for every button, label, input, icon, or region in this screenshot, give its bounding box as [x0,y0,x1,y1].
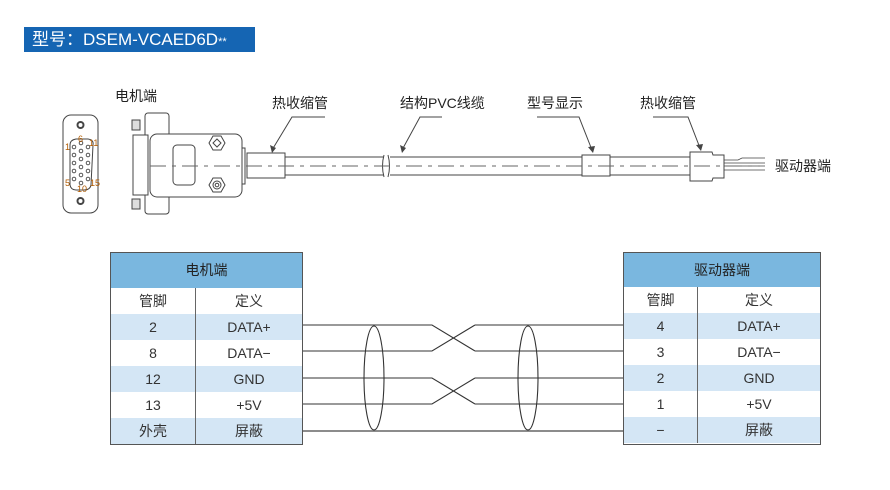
callout-heat-shrink-2: 热收缩管 [640,95,696,111]
shield-ring-left [363,325,385,431]
pin-cell: 2 [111,314,196,340]
driver-col-def: 定义 [697,287,820,313]
table-row: −屏蔽 [624,417,820,443]
table-row: 13+5V [111,392,302,418]
wire-pair-data [302,324,650,352]
pin-label-15: 15 [90,178,100,188]
def-cell: DATA+ [697,313,820,339]
def-cell: 屏蔽 [697,417,820,443]
def-cell: DATA− [195,340,302,366]
callout-heat-shrink-1: 热收缩管 [272,95,328,111]
def-cell: +5V [195,392,302,418]
pin-cell: 13 [111,392,196,418]
pin-cell: 3 [624,339,698,365]
wiring [302,324,650,432]
def-cell: 屏蔽 [195,418,302,444]
shield-ring-right [517,325,539,431]
pin-cell: 1 [624,391,698,417]
pin-cell: 4 [624,313,698,339]
pin-cell: 2 [624,365,698,391]
model-title-bar: 型号：DSEM-VCAED6D** [24,27,255,52]
motor-col-def: 定义 [195,287,302,314]
pin-label-5: 5 [65,178,70,188]
pin-cell: 12 [111,366,196,392]
motor-table-title: 电机端 [111,253,302,288]
driver-end-label: 驱动器端 [775,158,831,174]
motor-col-pin: 管脚 [111,287,196,314]
motor-end-label: 电机端 [115,88,157,104]
callout-model-display: 型号显示 [527,95,583,111]
db15-front-view [62,114,99,214]
pin-cell: − [624,417,698,443]
pin-label-10: 10 [77,184,87,194]
pin-cell: 8 [111,340,196,366]
pin-cell: 外壳 [111,418,196,444]
wire-pair-power [302,377,650,405]
model-name: DSEM-VCAED6D [83,30,219,49]
driver-col-pin: 管脚 [624,287,698,313]
pin-label-6: 6 [78,134,83,144]
callout-pvc-cable: 结构PVC线缆 [400,95,485,111]
db15-side-view [131,112,246,215]
pin-label-1: 1 [65,142,70,152]
def-cell: DATA− [697,339,820,365]
driver-table-title: 驱动器端 [624,253,820,287]
table-row: 1+5V [624,391,820,417]
connector-pins [71,140,91,186]
model-suffix: ** [218,36,227,48]
pin-label-11: 11 [89,138,98,148]
table-row: 外壳屏蔽 [111,418,302,444]
def-cell: +5V [697,391,820,417]
def-cell: GND [697,365,820,391]
model-prefix: 型号： [32,30,83,49]
def-cell: GND [195,366,302,392]
def-cell: DATA+ [195,314,302,340]
